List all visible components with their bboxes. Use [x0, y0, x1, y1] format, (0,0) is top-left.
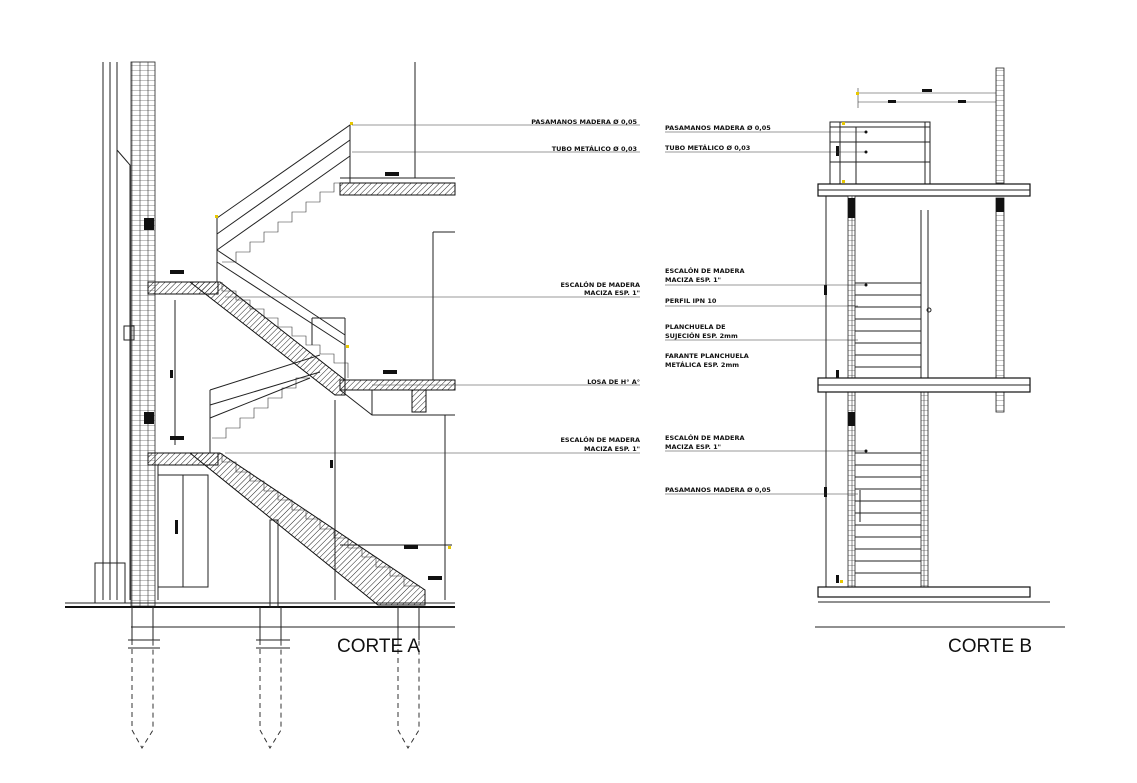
label-b-farante-line1: FARANTE PLANCHUELA — [665, 352, 749, 360]
label-b-pasamanos-low: PASAMANOS MADERA Ø 0,05 — [665, 486, 771, 494]
label-b-escalon-low-line1: ESCALÓN DE MADERA — [665, 433, 745, 442]
label-escalon-upper-line1: ESCALÓN DE MADERA — [560, 280, 640, 289]
lower-treads-corte-b — [855, 452, 921, 574]
label-b-escalon-low-line2: MACIZA ESP. 1" — [665, 443, 721, 451]
corte-a-section: PASAMANOS MADERA Ø 0,05 TUBO METÁLICO Ø … — [65, 61, 640, 749]
lower-steps — [221, 453, 420, 587]
top-slab — [339, 182, 456, 196]
foundation-piles — [128, 607, 420, 749]
lower-stair-stringer — [188, 452, 426, 606]
label-b-farante-line2: METÁLICA ESP. 2mm — [665, 360, 739, 369]
left-stringer-upper — [847, 195, 856, 379]
corte-b-title: CORTE B — [948, 636, 1032, 657]
label-losa: LOSA DE H° A° — [587, 378, 640, 386]
upper-treads-corte-b — [855, 282, 921, 368]
upper-steps — [212, 182, 349, 439]
top-railing — [829, 121, 931, 185]
upper-stair-stringer — [188, 281, 346, 396]
label-pasamanos: PASAMANOS MADERA Ø 0,05 — [531, 118, 637, 126]
label-b-escalon-line1: ESCALÓN DE MADERA — [665, 266, 745, 275]
brick-wall — [130, 61, 156, 608]
label-b-planchuela-line2: SUJECIÓN ESP. 2mm — [665, 331, 738, 340]
label-b-escalon-line2: MACIZA ESP. 1" — [665, 276, 721, 284]
label-b-perfil: PERFIL IPN 10 — [665, 297, 717, 305]
corte-b-section: PASAMANOS MADERA Ø 0,05 TUBO METÁLICO Ø … — [665, 67, 1065, 657]
right-wall-upper — [995, 67, 1005, 184]
label-escalon-lower-line2: MACIZA ESP. 1" — [584, 445, 640, 453]
railings-corte-a — [209, 124, 452, 546]
label-tubo-metalico: TUBO METÁLICO Ø 0,03 — [552, 144, 637, 153]
right-wall-mid — [995, 197, 1005, 379]
label-escalon-lower-line1: ESCALÓN DE MADERA — [560, 435, 640, 444]
label-b-planchuela-line1: PLANCHUELA DE — [665, 323, 726, 331]
label-b-pasamanos: PASAMANOS MADERA Ø 0,05 — [665, 124, 771, 132]
label-b-tubo: TUBO METÁLICO Ø 0,03 — [665, 143, 750, 152]
label-escalon-upper-line2: MACIZA ESP. 1" — [584, 289, 640, 297]
corte-a-title: CORTE A — [337, 636, 420, 657]
